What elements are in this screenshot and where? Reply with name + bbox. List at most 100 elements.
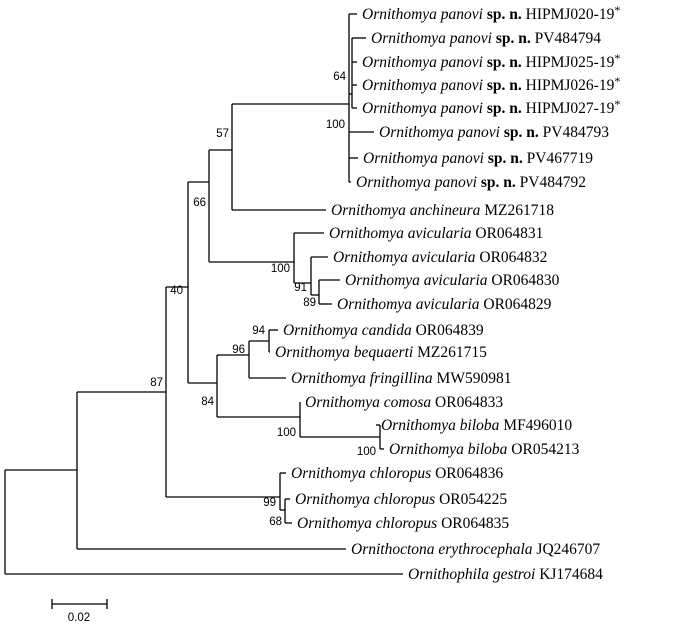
bootstrap-value: 100: [357, 446, 376, 458]
species-name: Ornithomya panovi: [356, 174, 477, 191]
species-name: Ornithomya panovi: [371, 30, 492, 47]
bootstrap-value: 94: [252, 325, 265, 337]
bootstrap-value: 66: [193, 197, 206, 209]
tip-label: Ornithomya panovi sp. n. PV467719: [363, 150, 593, 167]
tip-label: Ornithomya bequaerti MZ261715: [275, 344, 487, 361]
species-name: Ornithomya avicularia: [329, 225, 472, 242]
species-name: Ornithomya panovi: [362, 54, 483, 71]
tip-label: Ornithomya panovi sp. n. PV484794: [371, 30, 601, 47]
accession-number: HIPMJ026-19: [522, 77, 615, 94]
tip-label: Ornithomya panovi sp. n. HIPMJ025-19*: [362, 51, 620, 71]
accession-number: MZ261715: [413, 344, 487, 361]
bootstrap-value: 84: [201, 396, 214, 408]
accession-number: OR064831: [472, 225, 544, 242]
support-values: 64 100 57 66 100 91 89 40 94 96 84 100 100 87 99 68: [150, 71, 376, 528]
tree-branches: [4, 13, 403, 575]
accession-number: OR064830: [488, 272, 560, 289]
accession-number: OR064833: [431, 394, 503, 411]
new-species-qualifier: sp. n.: [492, 30, 531, 47]
accession-number: PV484793: [539, 124, 609, 141]
new-species-qualifier: sp. n.: [483, 100, 522, 117]
accession-number: JQ246707: [533, 541, 601, 558]
accession-number: OR064829: [480, 296, 552, 313]
accession-number: OR064835: [437, 515, 509, 532]
species-name: Ornithomya panovi: [362, 100, 483, 117]
species-name: Ornithomya panovi: [362, 77, 483, 94]
accession-number: HIPMJ020-19: [522, 6, 615, 23]
tip-label: Ornithomya avicularia OR064832: [333, 249, 547, 266]
tip-label: Ornithophila gestroi KJ174684: [408, 566, 603, 583]
new-species-qualifier: sp. n.: [477, 174, 516, 191]
accession-number: MF496010: [499, 417, 572, 434]
tip-label: Ornithomya candida OR064839: [283, 322, 484, 339]
new-species-qualifier: sp. n.: [484, 150, 523, 167]
accession-number: OR064839: [412, 322, 484, 339]
accession-number: MZ261718: [480, 202, 554, 219]
sequence-marker: *: [614, 74, 620, 88]
bootstrap-value: 99: [263, 497, 276, 509]
bootstrap-value: 100: [277, 427, 296, 439]
bootstrap-value: 87: [150, 377, 163, 389]
accession-number: KJ174684: [535, 566, 603, 583]
tip-label: Ornithomya panovi sp. n. HIPMJ026-19*: [362, 74, 620, 94]
bootstrap-value: 64: [333, 71, 346, 83]
accession-number: OR054213: [507, 441, 579, 458]
species-name: Ornithomya chloropus: [297, 515, 437, 532]
bootstrap-value: 68: [269, 516, 282, 528]
accession-number: PV484792: [516, 174, 586, 191]
species-name: Ornithomya bequaerti: [275, 344, 413, 361]
tip-label: Ornithoctona erythrocephala JQ246707: [351, 541, 600, 558]
new-species-qualifier: sp. n.: [483, 54, 522, 71]
species-name: Ornithomya candida: [283, 322, 412, 339]
sequence-marker: *: [614, 51, 620, 65]
sequence-marker: *: [614, 97, 620, 111]
species-name: Ornithomya chloropus: [295, 491, 435, 508]
bootstrap-value: 96: [232, 344, 245, 356]
new-species-qualifier: sp. n.: [483, 6, 522, 23]
tip-label: Ornithomya panovi sp. n. PV484793: [379, 124, 609, 141]
tip-label: Ornithomya panovi sp. n. HIPMJ020-19*: [362, 3, 620, 23]
species-name: Ornithomya anchineura: [331, 202, 481, 219]
tip-label: Ornithomya chloropus OR064836: [291, 465, 503, 482]
accession-number: PV467719: [523, 150, 593, 167]
species-name: Ornithomya panovi: [379, 124, 500, 141]
species-name: Ornithomya biloba: [389, 441, 508, 458]
tip-label: Ornithomya avicularia OR064831: [329, 225, 543, 242]
species-name: Ornithomya chloropus: [291, 465, 431, 482]
species-name: Ornithomya avicularia: [345, 272, 488, 289]
species-name: Ornithomya avicularia: [333, 249, 476, 266]
bootstrap-value: 57: [216, 128, 229, 140]
accession-number: OR054225: [435, 491, 507, 508]
tip-label: Ornithomya chloropus OR064835: [297, 515, 509, 532]
tip-label: Ornithomya comosa OR064833: [305, 394, 503, 411]
tip-label: Ornithomya biloba OR054213: [389, 441, 580, 458]
species-name: Ornithomya panovi: [362, 6, 483, 23]
bootstrap-value: 91: [294, 282, 307, 294]
bootstrap-value: 40: [170, 285, 183, 297]
accession-number: OR064836: [431, 465, 503, 482]
accession-number: OR064832: [476, 249, 548, 266]
bootstrap-value: 100: [271, 263, 290, 275]
accession-number: PV484794: [531, 30, 601, 47]
tip-label: Ornithomya avicularia OR064829: [337, 296, 552, 313]
new-species-qualifier: sp. n.: [483, 77, 522, 94]
species-name: Ornithomya panovi: [363, 150, 484, 167]
accession-number: HIPMJ027-19: [522, 100, 615, 117]
species-name: Ornithoctona erythrocephala: [351, 541, 533, 558]
species-name: Ornithomya fringillina: [291, 370, 433, 387]
tip-label: Ornithomya avicularia OR064830: [345, 272, 560, 289]
tip-label: Ornithomya panovi sp. n. PV484792: [356, 174, 586, 191]
bootstrap-value: 89: [303, 297, 316, 309]
new-species-qualifier: sp. n.: [500, 124, 539, 141]
accession-number: HIPMJ025-19: [522, 54, 615, 71]
tip-label: Ornithomya chloropus OR054225: [295, 491, 507, 508]
species-name: Ornithomya comosa: [305, 394, 431, 411]
bootstrap-value: 100: [326, 119, 345, 131]
scale-bar-label: 0.02: [68, 612, 90, 624]
species-name: Ornithomya biloba: [381, 417, 500, 434]
sequence-marker: *: [614, 3, 620, 17]
tip-label: Ornithomya fringillina MW590981: [291, 370, 511, 387]
tip-label: Ornithomya anchineura MZ261718: [331, 202, 554, 219]
tip-label: Ornithomya biloba MF496010: [381, 417, 572, 434]
